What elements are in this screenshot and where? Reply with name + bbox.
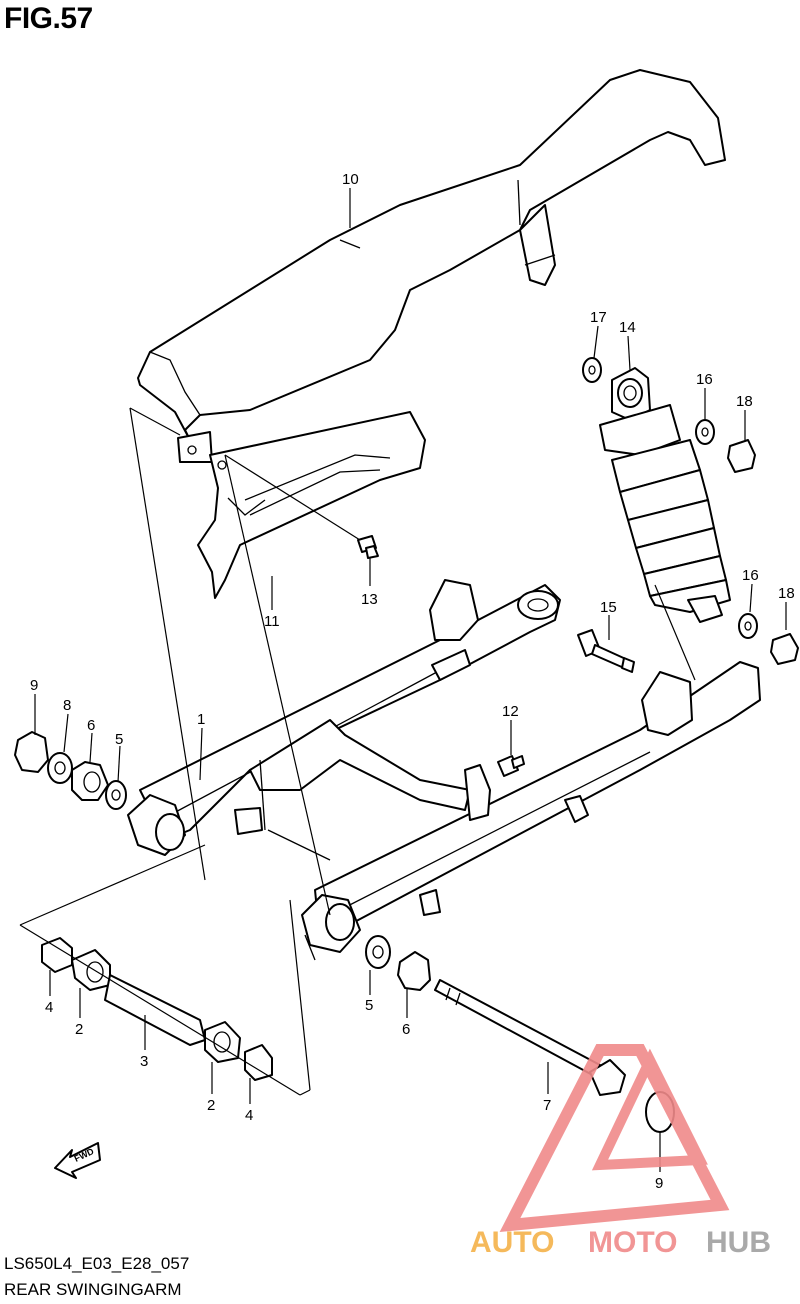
- group-outline-lines: [19, 407, 696, 1096]
- diagram-caption: REAR SWINGINGARM: [4, 1280, 182, 1299]
- callout-16-lower: 16: [742, 567, 759, 584]
- dust-seal-6-right: [397, 951, 431, 991]
- dust-seal-6-left: [71, 761, 109, 801]
- callout-10: 10: [342, 171, 359, 188]
- callout-11: 11: [264, 613, 280, 630]
- washer-17: [582, 357, 602, 383]
- callout-4-left: 4: [45, 999, 53, 1016]
- bolt-12: [497, 755, 525, 777]
- washer-5-left: [105, 780, 127, 810]
- watermark-text-auto: AUTO: [470, 1226, 554, 1259]
- washer-16-upper: [695, 419, 715, 445]
- callout-14: 14: [619, 319, 636, 336]
- callout-12: 12: [502, 703, 519, 720]
- swingarm: [127, 579, 761, 961]
- callout-6-right: 6: [402, 1021, 410, 1038]
- bearing-2-left: [71, 949, 111, 991]
- callout-16-upper: 16: [696, 371, 713, 388]
- callout-8: 8: [63, 697, 71, 714]
- pivot-cap-9-left: [14, 731, 49, 773]
- callout-6-left: 6: [87, 717, 95, 734]
- fwd-arrow: FWD: [54, 1142, 101, 1179]
- watermark-logo: AUTO MOTO HUB: [470, 1044, 771, 1259]
- cap-nut-18-upper: [727, 439, 756, 473]
- bolt-13: [357, 535, 379, 559]
- watermark-text-hub: HUB: [706, 1226, 771, 1259]
- washer-5-right: [365, 935, 391, 969]
- callout-15: 15: [600, 599, 617, 616]
- rear-shock-absorber: [599, 367, 731, 623]
- callout-2-left: 2: [75, 1021, 83, 1038]
- bolt-15: [577, 629, 635, 673]
- pivot-sleeve-3: [104, 974, 206, 1046]
- nut-8: [47, 752, 73, 784]
- callout-1: 1: [197, 711, 205, 728]
- chain-guard-plate: [197, 411, 426, 599]
- callout-labels: 10 17 14 16 18 13 11 16 18 15 9 8 6 5 1 …: [30, 171, 795, 1192]
- callout-5-right: 5: [365, 997, 373, 1014]
- bearing-parts: [41, 937, 273, 1081]
- callout-18-lower: 18: [778, 585, 795, 602]
- watermark-text-moto: MOTO: [588, 1226, 677, 1259]
- callout-9-left: 9: [30, 677, 38, 694]
- callout-2-right: 2: [207, 1097, 215, 1114]
- diagram-code: LS650L4_E03_E28_057: [4, 1254, 190, 1273]
- callout-3: 3: [140, 1053, 148, 1070]
- spacer-4-left: [41, 937, 73, 973]
- callout-9-right: 9: [655, 1175, 663, 1192]
- spacer-4-right: [244, 1044, 273, 1081]
- figure-title: FIG.57: [4, 2, 93, 35]
- callout-7: 7: [543, 1097, 551, 1114]
- callout-5-left: 5: [115, 731, 123, 748]
- washer-16-lower: [738, 613, 758, 639]
- callout-18-upper: 18: [736, 393, 753, 410]
- callout-13: 13: [361, 591, 378, 608]
- callout-4-right: 4: [245, 1107, 253, 1124]
- pivot-parts-left: [14, 731, 127, 810]
- callout-17: 17: [590, 309, 607, 326]
- cap-nut-18-lower: [770, 633, 799, 665]
